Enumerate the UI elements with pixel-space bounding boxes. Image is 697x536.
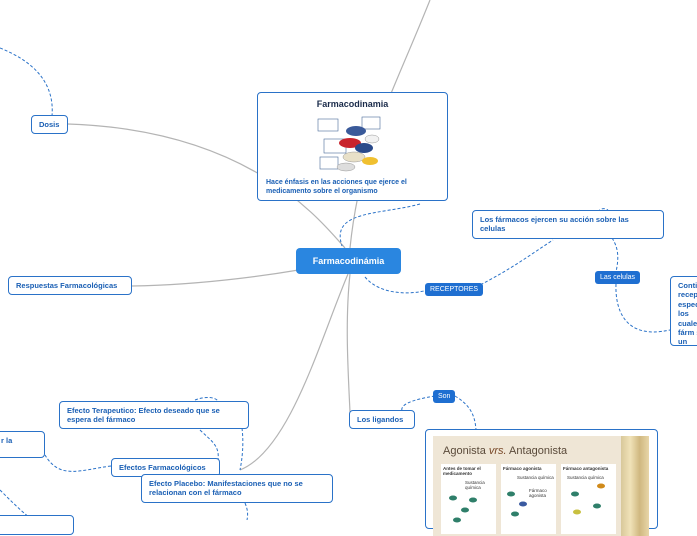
pills-image	[317, 116, 381, 172]
central-topic[interactable]: Farmacodinámia	[296, 248, 401, 274]
panel-agonist: Fármaco agonista Sustancia química Fárma…	[501, 464, 556, 534]
antagonist-capsules-icon	[571, 483, 605, 515]
capsules-icon	[449, 495, 477, 523]
panel-antagonist: Fármaco antagonista Sustancia química	[561, 464, 616, 534]
las-celulas-pill[interactable]: Las celulas	[595, 271, 641, 285]
respuestas-node[interactable]: Respuestas Farmacológicas	[8, 276, 132, 295]
ligandos-node[interactable]: Los ligandos	[349, 410, 415, 429]
agonista-title: Agonista vrs. Antagonista	[443, 445, 568, 457]
left-partial-node[interactable]: r la	[0, 431, 45, 458]
efecto-placebo-node[interactable]: Efecto Placebo: Manifestaciones que no s…	[141, 474, 333, 503]
efecto-terapeutico-node[interactable]: Efecto Terapeutico: Efecto deseado que s…	[59, 401, 249, 429]
agonist-capsules-icon	[507, 491, 527, 517]
agonista-illustration: Agonista vrs. Antagonista Antes de tomar…	[433, 436, 649, 536]
bottom-left-partial-node[interactable]	[0, 515, 74, 535]
farmacodinamia-card[interactable]: Farmacodinamia Hace énfasis en las accio…	[257, 92, 448, 201]
agonista-antagonista-image-node[interactable]: Agonista vrs. Antagonista Antes de tomar…	[425, 429, 658, 536]
son-pill[interactable]: Son	[433, 390, 456, 404]
dosis-node[interactable]: Dosis	[31, 115, 68, 134]
farmacos-node[interactable]: Los fármacos ejercen su acción sobre las…	[472, 210, 664, 239]
card-title: Farmacodinamia	[316, 99, 389, 109]
receptores-pill[interactable]: RECEPTORES	[425, 283, 484, 297]
card-description: Hace énfasis en las acciones que ejerce …	[266, 179, 407, 195]
bamboo-decoration	[621, 436, 649, 536]
contiene-node[interactable]: Conti recep espec a los cuale fárm se un	[670, 276, 697, 346]
panel-before: Antes de tomar el medicamento Sustancia …	[441, 464, 496, 534]
